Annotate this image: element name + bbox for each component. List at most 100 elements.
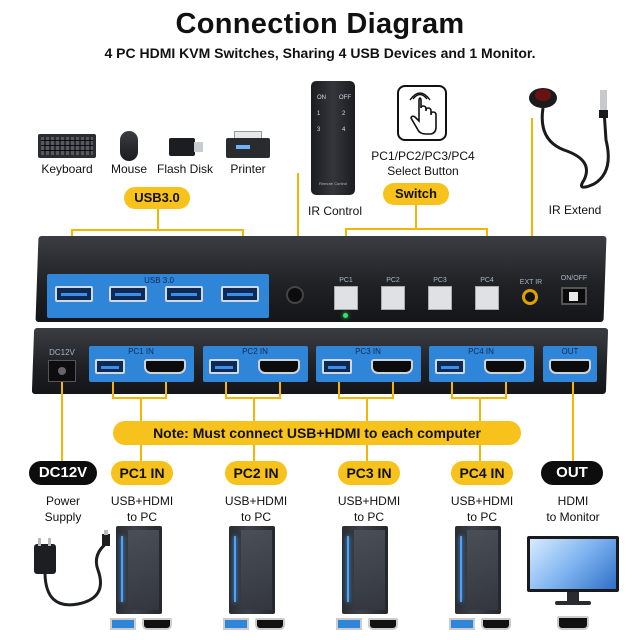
pc3-usb-port[interactable] bbox=[322, 359, 352, 374]
monitor-desc: HDMI to Monitor bbox=[546, 494, 600, 524]
remote-key-4: 4 bbox=[342, 127, 346, 133]
pc4-desc: USB+HDMI to PC bbox=[450, 494, 514, 524]
pc3-select-button[interactable] bbox=[428, 286, 452, 310]
pc4-bracket bbox=[451, 382, 453, 398]
pc1-tower bbox=[116, 526, 162, 614]
front-btn-label-4: PC4 bbox=[480, 277, 494, 284]
front-btn-label-2: PC2 bbox=[386, 277, 400, 284]
pc1-hdmi-port[interactable] bbox=[144, 359, 186, 374]
pc4-select-button[interactable] bbox=[475, 286, 499, 310]
pc2-hdmi-port[interactable] bbox=[258, 359, 300, 374]
pc1-bracket-r bbox=[165, 382, 167, 398]
remote-brand: Remote Control bbox=[318, 181, 347, 186]
pc3-port-panel: PC3 IN bbox=[316, 346, 421, 382]
out-line bbox=[572, 382, 574, 462]
rear-pc3-label: PC3 IN bbox=[355, 347, 381, 356]
mouse-label: Mouse bbox=[110, 162, 148, 176]
usb30-pill: USB3.0 bbox=[124, 187, 190, 209]
pc2-cable-ends bbox=[223, 614, 287, 634]
remote-key-3: 3 bbox=[317, 127, 321, 133]
out-pill: OUT bbox=[541, 461, 603, 485]
page-subtitle: 4 PC HDMI KVM Switches, Sharing 4 USB De… bbox=[104, 45, 536, 61]
rear-pc1-label: PC1 IN bbox=[128, 347, 154, 356]
pc3-bracket-r bbox=[392, 382, 394, 398]
power-supply-label: Power Supply bbox=[44, 494, 82, 524]
note-banner: Note: Must connect USB+HDMI to each comp… bbox=[113, 421, 521, 445]
pc3-cable-ends bbox=[336, 614, 400, 634]
pc4-bracket-r bbox=[505, 382, 507, 398]
front-btn-label-1: PC1 bbox=[339, 277, 353, 284]
pc1-desc: USB+HDMI to PC bbox=[110, 494, 174, 524]
select-button-icon bbox=[397, 85, 447, 141]
pc3-hdmi-port[interactable] bbox=[371, 359, 413, 374]
pc1-bracket-bar bbox=[112, 397, 167, 399]
power-switch[interactable] bbox=[561, 287, 587, 305]
rear-dc-label: DC12V bbox=[49, 348, 75, 357]
pc4-port-panel: PC4 IN bbox=[429, 346, 534, 382]
remote-control: ON OFF 1 2 3 4 Remote Control bbox=[311, 81, 355, 195]
pc3-in-pill: PC3 IN bbox=[338, 461, 400, 485]
page-title: Connection Diagram bbox=[175, 8, 465, 40]
printer-label: Printer bbox=[230, 162, 266, 176]
front-usb-panel: USB 3.0 bbox=[47, 274, 269, 318]
rear-pc2-label: PC2 IN bbox=[242, 347, 268, 356]
usb-bracket-bar bbox=[71, 229, 244, 231]
pc1-cable-ends bbox=[110, 614, 174, 634]
pc3-tower bbox=[342, 526, 388, 614]
remote-off-label: OFF bbox=[339, 95, 351, 101]
power-adapter-image bbox=[28, 530, 118, 614]
ir-extend-label: IR Extend bbox=[548, 203, 602, 217]
monitor-image bbox=[527, 536, 619, 610]
rear-out-label: OUT bbox=[561, 347, 579, 356]
usb-bracket-stem bbox=[157, 209, 159, 230]
pc2-port-panel: PC2 IN bbox=[203, 346, 308, 382]
pc1-active-led bbox=[343, 313, 348, 318]
pc2-select-button[interactable] bbox=[381, 286, 405, 310]
remote-key-2: 2 bbox=[342, 111, 346, 117]
mouse-image bbox=[120, 131, 138, 161]
on-off-label: ON/OFF bbox=[560, 275, 588, 282]
pc4-cable-ends bbox=[449, 614, 513, 634]
pc2-bracket-r bbox=[279, 382, 281, 398]
ir-control-label: IR Control bbox=[307, 204, 363, 218]
dc-line bbox=[61, 382, 63, 462]
pc1-usb-port[interactable] bbox=[95, 359, 125, 374]
pc2-usb-port[interactable] bbox=[209, 359, 239, 374]
ir-extend-line bbox=[531, 118, 533, 274]
pc3-desc: USB+HDMI to PC bbox=[337, 494, 401, 524]
out-hdmi-port[interactable] bbox=[549, 359, 591, 374]
front-usb-label: USB 3.0 bbox=[144, 276, 174, 285]
ir-control-line bbox=[297, 173, 299, 273]
front-usb-port-3[interactable] bbox=[165, 286, 203, 302]
ir-receiver-port bbox=[286, 286, 304, 304]
pc1-bracket bbox=[112, 382, 114, 398]
printer-image bbox=[226, 131, 270, 161]
pc4-usb-port[interactable] bbox=[435, 359, 465, 374]
pc1-select-button[interactable] bbox=[334, 286, 358, 310]
ir-extender-image bbox=[524, 80, 620, 200]
switch-pill: Switch bbox=[383, 183, 449, 205]
dc12v-pill: DC12V bbox=[29, 461, 97, 485]
dc-jack[interactable] bbox=[48, 360, 76, 382]
pc2-in-pill: PC2 IN bbox=[225, 461, 287, 485]
front-usb-port-1[interactable] bbox=[55, 286, 93, 302]
pc4-hdmi-port[interactable] bbox=[484, 359, 526, 374]
front-usb-port-2[interactable] bbox=[109, 286, 147, 302]
remote-on-label: ON bbox=[317, 95, 326, 101]
flash-disk-label: Flash Disk bbox=[156, 162, 213, 176]
pc2-bracket bbox=[225, 382, 227, 398]
pc4-tower bbox=[455, 526, 501, 614]
pc3-bracket bbox=[338, 382, 340, 398]
rear-pc4-label: PC4 IN bbox=[468, 347, 494, 356]
pc2-desc: USB+HDMI to PC bbox=[224, 494, 288, 524]
ext-ir-port[interactable] bbox=[522, 289, 538, 305]
flash-disk-image bbox=[169, 138, 203, 156]
out-port-panel: OUT bbox=[543, 346, 597, 382]
keyboard-image bbox=[38, 134, 96, 158]
switch-bracket-bar bbox=[345, 228, 488, 230]
monitor-hdmi-end bbox=[557, 616, 589, 630]
ext-ir-label: EXT IR bbox=[519, 279, 543, 286]
switch-bracket-stem bbox=[415, 205, 417, 229]
pc1-in-pill: PC1 IN bbox=[111, 461, 173, 485]
front-usb-port-4[interactable] bbox=[221, 286, 259, 302]
